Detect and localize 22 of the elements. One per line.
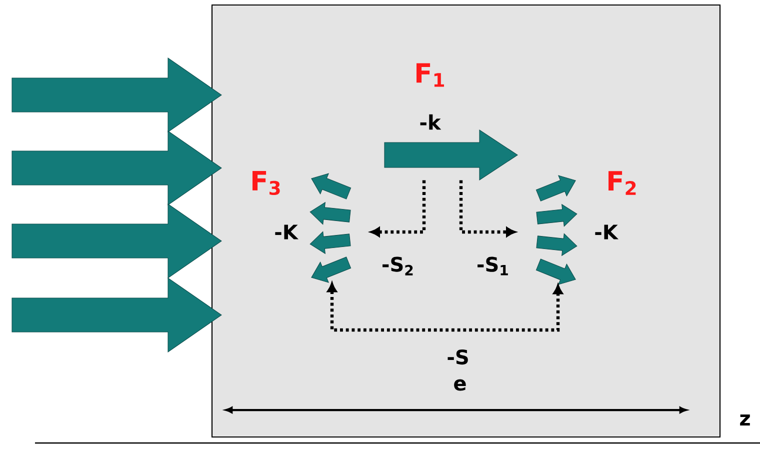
thickness-label: e <box>454 379 466 391</box>
force-label: F$_{1}$ <box>416 63 444 87</box>
dotted-arrow <box>459 180 516 237</box>
block-arrow <box>12 203 222 279</box>
block-arrow <box>12 130 222 206</box>
dotted-arrow <box>370 180 426 237</box>
block-arrow <box>12 58 222 133</box>
symbol-label: -k <box>420 114 442 130</box>
force-label: F$_{2}$ <box>608 171 636 195</box>
edge-label: -S$_{1}$ <box>475 255 511 277</box>
axis-label: z <box>740 414 750 426</box>
block-arrow <box>12 278 222 353</box>
block-arrow <box>384 130 518 180</box>
edge-label: -S <box>445 348 471 366</box>
edge-label: -S$_{2}$ <box>380 255 416 277</box>
slab-box <box>211 4 721 438</box>
dotted-arrow <box>327 282 563 332</box>
symbol-label: -K <box>275 224 298 240</box>
force-label: F$_{3}$ <box>252 171 280 196</box>
arrow-fan-drawing <box>536 175 578 285</box>
arrow-fan-drawing <box>310 173 352 283</box>
symbol-label: -K <box>595 224 618 240</box>
